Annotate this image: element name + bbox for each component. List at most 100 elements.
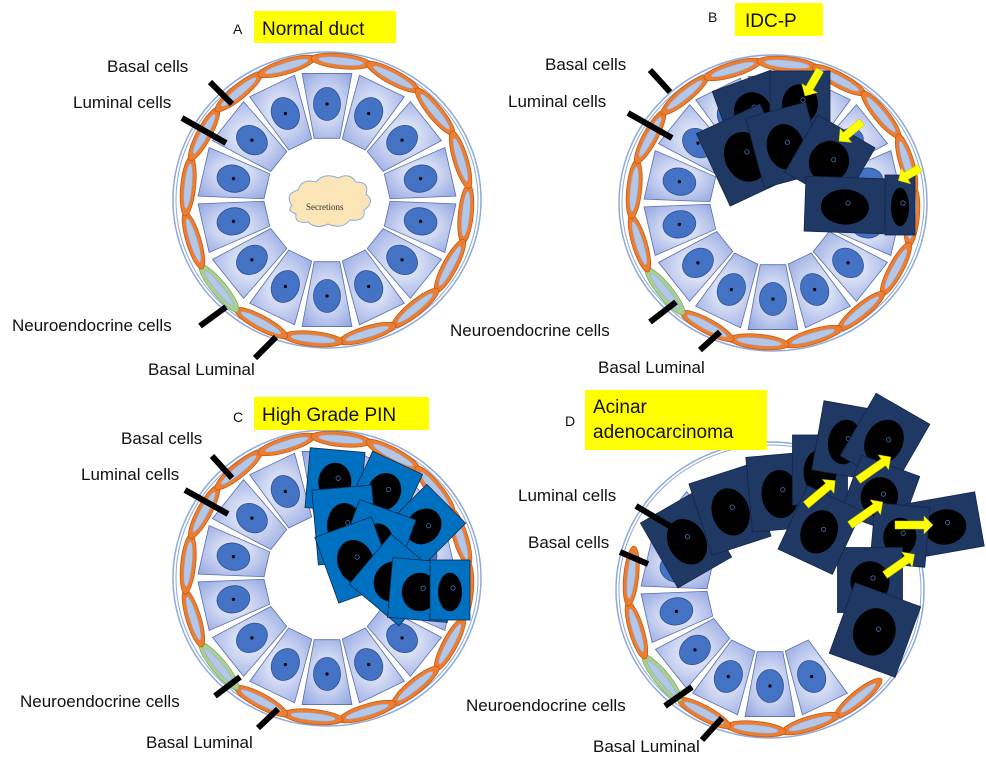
panel-c: C High Grade PIN Basal cells Luminal cel… bbox=[20, 397, 482, 752]
basal-nucleus bbox=[736, 337, 782, 347]
invasion-arrow bbox=[847, 499, 884, 529]
nucleolus bbox=[677, 180, 682, 184]
pointer-arrow-luminal bbox=[180, 115, 228, 146]
label-luminal-cells: Luminal cells bbox=[508, 92, 606, 111]
basal-nucleus bbox=[290, 712, 336, 722]
nucleolus bbox=[696, 141, 700, 145]
panel-a-duct bbox=[172, 51, 482, 349]
panel-b-title: IDC-P bbox=[745, 11, 797, 32]
nucleolus bbox=[400, 258, 404, 262]
basal-nucleus bbox=[345, 703, 390, 720]
basal-nucleus bbox=[628, 608, 645, 653]
secretions-label: Secretions bbox=[306, 202, 344, 212]
nucleolus bbox=[231, 219, 236, 223]
pointer-arrow-neuroendocrine bbox=[663, 684, 694, 709]
pointer-arrow-neuroendocrine bbox=[648, 299, 678, 325]
label-luminal-cells: Luminal cells bbox=[81, 465, 179, 484]
nucleolus bbox=[250, 516, 254, 520]
basal-nucleus bbox=[629, 166, 639, 212]
tumor-nucleolus bbox=[900, 530, 906, 536]
panel-d-heading: D Acinar adenocarcinoma bbox=[565, 390, 767, 450]
basement-membrane bbox=[615, 441, 925, 739]
nucleolus bbox=[250, 636, 254, 640]
secretions-cloud bbox=[288, 175, 371, 228]
invasion-arrow bbox=[894, 515, 934, 535]
pointer-arrows bbox=[180, 79, 279, 361]
tumor-nucleus bbox=[405, 508, 442, 545]
basal-nucleus bbox=[791, 328, 836, 345]
pointer-arrows bbox=[626, 67, 723, 353]
yellow-arrow-shape bbox=[855, 454, 892, 484]
nucleolus bbox=[846, 261, 850, 265]
secretions: Secretions bbox=[288, 175, 371, 228]
invasion-arrow bbox=[803, 479, 836, 509]
pointer-arrow-basal-luminal bbox=[697, 329, 723, 353]
basal-nucleus bbox=[840, 683, 877, 713]
pointer-arrow-basal bbox=[618, 549, 650, 567]
panel-b-duct bbox=[618, 54, 928, 352]
tumor-cell bbox=[429, 559, 471, 621]
nucleolus bbox=[810, 674, 814, 679]
nucleolus bbox=[367, 662, 371, 667]
panel-b: B IDC-P Basal cells Luminal cells Neuroe… bbox=[450, 3, 928, 377]
basement-membrane bbox=[172, 51, 482, 349]
tumor-nucleus bbox=[761, 470, 799, 518]
tumor-nucleus bbox=[808, 140, 850, 183]
neuroendocrine-nucleus bbox=[204, 270, 234, 307]
tumor-nucleolus bbox=[684, 534, 691, 540]
basal-nucleus bbox=[318, 56, 364, 66]
tumor-nucleolus bbox=[945, 519, 951, 526]
basement-membrane bbox=[618, 54, 928, 352]
pointer-arrow-basal-luminal bbox=[255, 706, 281, 731]
nucleolus bbox=[400, 138, 404, 142]
basal-nucleus bbox=[345, 325, 390, 342]
basal-nucleus bbox=[397, 671, 434, 701]
label-basal-luminal: Basal Luminal bbox=[593, 737, 700, 756]
basal-nucleus bbox=[183, 163, 193, 209]
tumor-nucleolus bbox=[875, 626, 882, 632]
label-basal-cells: Basal cells bbox=[107, 57, 188, 76]
panel-c-heading: C High Grade PIN bbox=[233, 397, 429, 430]
nucleolus bbox=[677, 222, 682, 226]
panel-d-title-line-1: Acinar bbox=[593, 397, 648, 418]
yellow-arrow-shape bbox=[838, 118, 865, 143]
basal-nucleus bbox=[626, 553, 636, 599]
nucleolus bbox=[418, 219, 423, 223]
nucleolus bbox=[693, 648, 697, 652]
invasion-arrow bbox=[882, 551, 915, 579]
basal-nucleus bbox=[843, 296, 880, 326]
yellow-arrow-shape bbox=[803, 479, 836, 509]
label-neuroendocrine-cells: Neuroendocrine cells bbox=[12, 316, 172, 335]
nucleolus bbox=[696, 261, 700, 265]
tumor-nucleus bbox=[800, 510, 839, 554]
basal-nucleus bbox=[438, 245, 462, 287]
basal-nucleus bbox=[866, 96, 896, 133]
invasion-arrow bbox=[801, 67, 824, 97]
tumor-nucleolus bbox=[744, 149, 750, 155]
tumor-nucleolus bbox=[830, 157, 837, 163]
tumor-nucleolus bbox=[885, 437, 892, 443]
label-basal-cells: Basal cells bbox=[545, 55, 626, 74]
nucleolus bbox=[283, 284, 287, 289]
tumor-nucleolus bbox=[800, 97, 806, 103]
panel-c-duct bbox=[172, 429, 482, 727]
basal-nucleus bbox=[710, 61, 755, 78]
basal-nucleus bbox=[220, 77, 257, 107]
nucleolus bbox=[771, 297, 775, 301]
pointer-arrow-neuroendocrine bbox=[198, 304, 228, 329]
nucleolus bbox=[325, 672, 329, 676]
tumor-nucleolus bbox=[784, 139, 790, 145]
tumor-nucleus bbox=[401, 572, 438, 612]
yellow-arrow-shape bbox=[894, 515, 934, 535]
nucleolus bbox=[367, 111, 371, 116]
tumor-cell bbox=[803, 175, 887, 235]
basal-nucleus bbox=[185, 218, 202, 263]
nucleolus bbox=[367, 284, 371, 289]
basal-nucleus bbox=[461, 191, 471, 237]
tumor-cell bbox=[884, 174, 916, 236]
panel-a-title: Normal duct bbox=[262, 19, 365, 40]
pointer-arrows bbox=[183, 453, 281, 731]
tumor-nucleus bbox=[711, 488, 750, 536]
panel-a-letter: A bbox=[233, 21, 243, 37]
panel-d: D Acinar adenocarcinoma Luminal cells Ba… bbox=[466, 390, 985, 756]
